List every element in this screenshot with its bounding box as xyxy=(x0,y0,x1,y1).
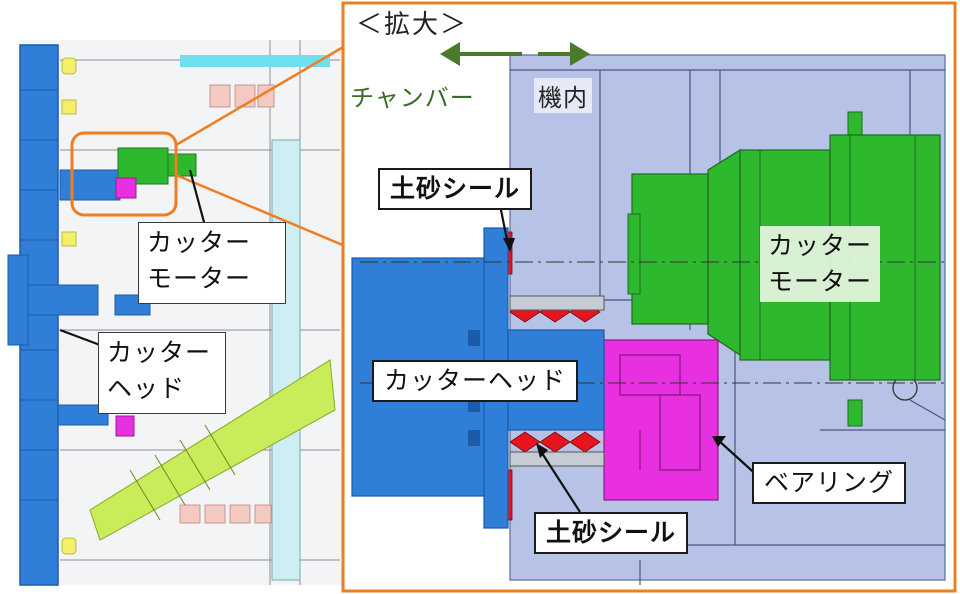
bearing-label: ベアリング xyxy=(752,462,907,504)
detail-cutter-motor-label: カッター モーター xyxy=(760,226,881,302)
cutter-motor-body xyxy=(631,173,709,325)
overview-cutter-motor-label: カッター モーター xyxy=(138,222,286,304)
bearing-overview xyxy=(115,177,137,199)
enlarged-title: ＜拡大＞ xyxy=(356,10,469,40)
seal-housing-bottom xyxy=(509,451,605,467)
inside-machine-direction-label: 機内 xyxy=(534,78,592,113)
overview-cutter-motor-line2: モーター xyxy=(147,264,252,293)
soil-seal-bottom-label: 土砂シール xyxy=(534,512,689,554)
cyan-strip xyxy=(180,55,330,67)
detail-cutter-motor-line2: モーター xyxy=(768,267,873,296)
callout-line-bottom xyxy=(175,173,346,248)
seal-housing-top xyxy=(509,295,605,311)
arrow-left-icon xyxy=(440,42,460,66)
cyan-column xyxy=(271,139,301,581)
detail-cutter-motor-line1: カッター xyxy=(768,231,873,260)
detail-cutter-head-label: カッターヘッド xyxy=(372,360,579,402)
overview-cutter-head-line2: ヘッド xyxy=(107,374,186,403)
screw-conveyor xyxy=(89,359,336,541)
soil-seal-top-label: 土砂シール xyxy=(378,168,533,210)
callout-line-top xyxy=(175,44,346,147)
cutter-motor-flange xyxy=(707,148,741,357)
zoom-highlight-box xyxy=(70,131,178,217)
bearing xyxy=(603,339,719,501)
overview-cutter-head-label: カッター ヘッド xyxy=(98,332,226,414)
chamber-direction-label: チャンバー xyxy=(350,84,475,112)
overview-cutter-head-line1: カッター xyxy=(107,338,212,367)
arrow-right-icon xyxy=(570,42,590,66)
overview-cutter-motor-line1: カッター xyxy=(147,228,252,257)
direction-arrows xyxy=(440,42,590,66)
